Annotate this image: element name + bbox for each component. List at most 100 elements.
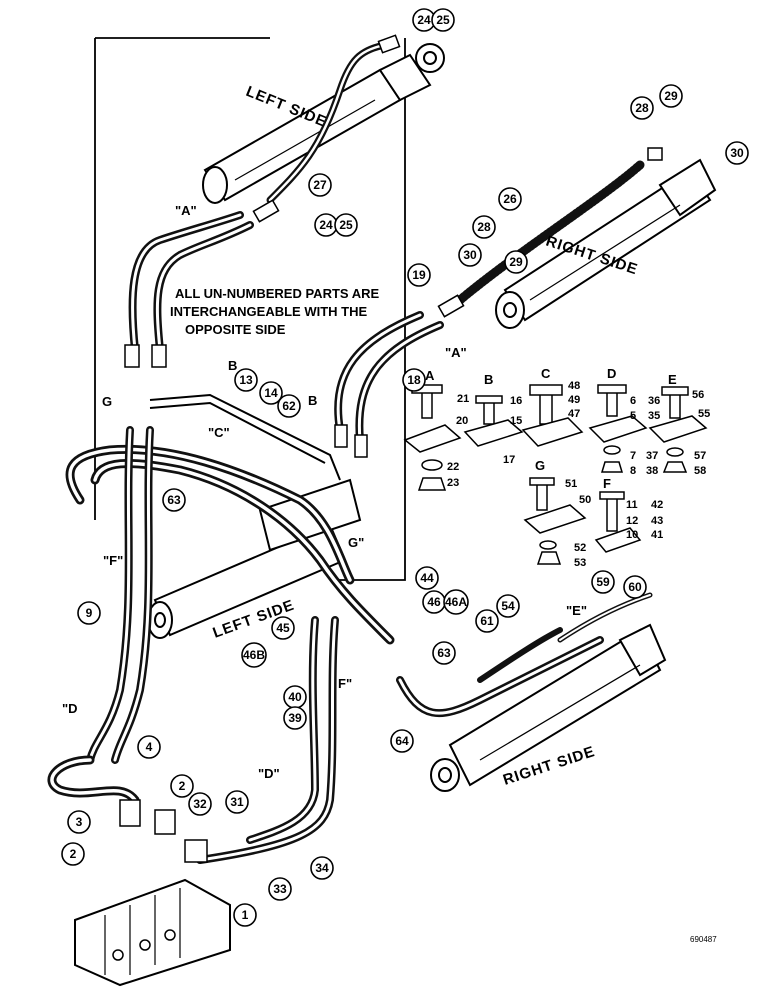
part-callout-63b[interactable]: 63 [432,641,456,665]
part-callout-2b[interactable]: 2 [61,842,85,866]
bracket-kit-G [523,477,587,565]
bracket-part-number-41[interactable]: 41 [651,529,663,541]
bracket-kit-letter-c: C [541,366,551,381]
part-callout-4[interactable]: 4 [137,735,161,759]
part-callout-1[interactable]: 1 [233,903,257,927]
part-callout-18[interactable]: 18 [402,368,426,392]
part-callout-54[interactable]: 54 [496,594,520,618]
part-callout-59[interactable]: 59 [591,570,615,594]
part-callout-34[interactable]: 34 [310,856,334,880]
callout-circle [233,903,257,927]
part-callout-9[interactable]: 9 [77,601,101,625]
bracket-part-number-48[interactable]: 48 [568,380,580,392]
part-callout-44[interactable]: 44 [415,566,439,590]
bracket-part-number-38[interactable]: 38 [646,465,658,477]
bracket-kit-A [403,384,462,491]
bracket-part-number-8[interactable]: 8 [630,465,636,477]
part-callout-2[interactable]: 2 [170,774,194,798]
part-callout-31[interactable]: 31 [225,790,249,814]
bracket-part-number-6[interactable]: 6 [630,395,636,407]
bracket-part-number-42[interactable]: 42 [651,499,663,511]
reference-code: 690487 [690,935,717,944]
callout-circle [225,790,249,814]
bracket-part-number-23[interactable]: 23 [447,477,459,489]
part-callout-46[interactable]: 46 [422,590,446,614]
part-callout-39[interactable]: 39 [283,706,307,730]
bracket-part-number-56[interactable]: 56 [692,389,704,401]
bracket-part-number-58[interactable]: 58 [694,465,706,477]
part-callout-24b[interactable]: 24 [314,213,338,237]
bracket-part-number-22[interactable]: 22 [447,461,459,473]
part-callout-60[interactable]: 60 [623,575,647,599]
bracket-part-number-55[interactable]: 55 [698,408,710,420]
bracket-part-number-51[interactable]: 51 [565,478,577,490]
callout-number: 54 [501,599,515,613]
bracket-part-number-37[interactable]: 37 [646,450,658,462]
bracket-kit-letter-b: B [484,372,493,387]
callout-number: 3 [76,815,83,829]
bracket-part-number-36[interactable]: 36 [648,395,660,407]
callout-circle [61,842,85,866]
part-callout-24[interactable]: 24 [412,8,436,32]
callout-circle [271,616,295,640]
callout-number: 25 [436,13,450,27]
part-callout-61[interactable]: 61 [475,609,499,633]
bracket-part-number-10[interactable]: 10 [626,529,638,541]
location-label-f1: "F" [103,553,123,568]
interchangeable-note: ALL UN-NUMBERED PARTS ARE INTERCHANGEABL… [170,286,379,337]
bracket-part-number-49[interactable]: 49 [568,394,580,406]
part-callout-30b[interactable]: 30 [458,243,482,267]
callout-circle [630,96,654,120]
bracket-part-number-47[interactable]: 47 [568,408,580,420]
part-callout-13[interactable]: 13 [234,368,258,392]
bracket-part-number-57[interactable]: 57 [694,450,706,462]
callout-circle [496,594,520,618]
part-callout-28[interactable]: 28 [630,96,654,120]
bracket-part-number-53[interactable]: 53 [574,557,586,569]
callout-number: 13 [239,373,253,387]
part-callout-25b[interactable]: 25 [334,213,358,237]
bracket-part-number-11[interactable]: 11 [626,499,638,511]
part-callout-62[interactable]: 62 [277,394,301,418]
bracket-part-number-20[interactable]: 20 [456,415,468,427]
part-callout-46b[interactable]: 46B [241,642,267,668]
bracket-kits [403,384,708,565]
bracket-part-number-5[interactable]: 5 [630,410,636,422]
part-callout-33[interactable]: 33 [268,877,292,901]
part-callout-45[interactable]: 45 [271,616,295,640]
callout-circle [308,173,332,197]
fittings [119,34,663,863]
part-callout-64[interactable]: 64 [390,729,414,753]
part-callout-30[interactable]: 30 [725,141,749,165]
part-callout-63[interactable]: 63 [162,488,186,512]
part-callout-26[interactable]: 26 [498,187,522,211]
callout-circle [472,215,496,239]
part-callout-29b[interactable]: 29 [504,250,528,274]
bracket-part-number-21[interactable]: 21 [457,393,469,405]
callout-circle [170,774,194,798]
part-callout-3[interactable]: 3 [67,810,91,834]
bracket-part-number-43[interactable]: 43 [651,515,663,527]
part-callout-40[interactable]: 40 [283,685,307,709]
bracket-part-number-16[interactable]: 16 [510,395,522,407]
part-callout-25[interactable]: 25 [431,8,455,32]
bracket-part-number-7[interactable]: 7 [630,450,636,462]
bracket-part-number-12[interactable]: 12 [626,515,638,527]
bracket-part-number-50[interactable]: 50 [579,494,591,506]
bracket-part-number-35[interactable]: 35 [648,410,660,422]
location-label-d2: "D" [258,766,280,781]
bracket-part-number-52[interactable]: 52 [574,542,586,554]
part-callout-28b[interactable]: 28 [472,215,496,239]
bracket-part-number-15[interactable]: 15 [510,415,522,427]
part-callout-27[interactable]: 27 [308,173,332,197]
location-label-b2: B [308,393,317,408]
part-callout-19[interactable]: 19 [407,263,431,287]
left-side-upper-cylinder [202,43,445,204]
part-callout-14[interactable]: 14 [259,381,283,405]
callout-number: 32 [193,797,207,811]
bracket-part-number-17[interactable]: 17 [503,454,515,466]
part-callout-29[interactable]: 29 [659,84,683,108]
part-callout-46a[interactable]: 46A [443,589,469,615]
part-callout-32[interactable]: 32 [188,792,212,816]
location-label-a2: "A" [445,345,467,360]
